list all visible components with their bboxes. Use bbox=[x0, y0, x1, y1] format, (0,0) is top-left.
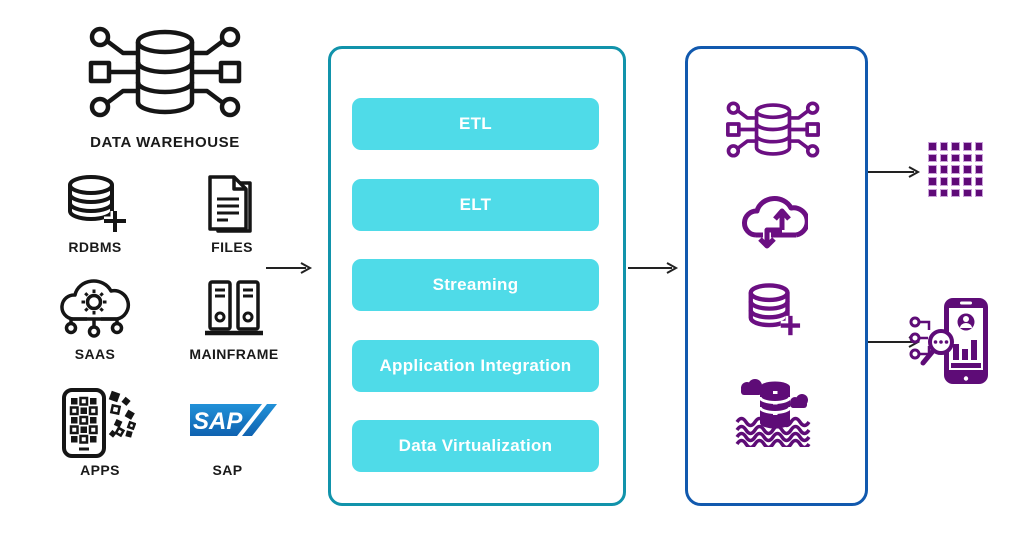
application-integration-button[interactable]: Application Integration bbox=[352, 340, 599, 392]
arrow-targets-to-grid bbox=[866, 166, 921, 178]
sap-label: SAP bbox=[212, 462, 243, 478]
cloud-gear-network-icon bbox=[60, 279, 130, 338]
target-database-plus-icon bbox=[748, 283, 801, 336]
saas-label: SAAS bbox=[74, 346, 116, 362]
files-label: FILES bbox=[211, 239, 253, 255]
documents-icon bbox=[208, 175, 252, 233]
data-lake-icon bbox=[735, 379, 811, 447]
sap-logo: SAP bbox=[190, 404, 277, 436]
arrow-sources-to-integration bbox=[266, 262, 313, 274]
streaming-button[interactable]: Streaming bbox=[352, 259, 599, 311]
server-towers-icon bbox=[205, 280, 263, 336]
mobile-apps-icon bbox=[62, 388, 136, 458]
sap-logo-text: SAP bbox=[193, 408, 243, 435]
apps-label: APPS bbox=[80, 462, 120, 478]
mainframe-label: MAINFRAME bbox=[189, 346, 279, 362]
target-data-warehouse-icon bbox=[726, 101, 820, 158]
data-grid-icon bbox=[928, 142, 984, 198]
data-warehouse-label: DATA WAREHOUSE bbox=[90, 134, 240, 151]
integration-methods-panel: ETL ELT Streaming Application Integratio… bbox=[328, 46, 626, 506]
cloud-transfer-icon bbox=[742, 196, 808, 249]
target-systems-panel bbox=[685, 46, 868, 506]
mobile-analytics-icon bbox=[909, 298, 988, 384]
database-plus-icon bbox=[68, 175, 126, 232]
etl-button[interactable]: ETL bbox=[352, 98, 599, 150]
data-warehouse-icon bbox=[88, 26, 242, 118]
data-virtualization-button[interactable]: Data Virtualization bbox=[352, 420, 599, 472]
arrow-integration-to-targets bbox=[628, 262, 679, 274]
elt-button[interactable]: ELT bbox=[352, 179, 599, 231]
rdbms-label: RDBMS bbox=[68, 239, 122, 255]
